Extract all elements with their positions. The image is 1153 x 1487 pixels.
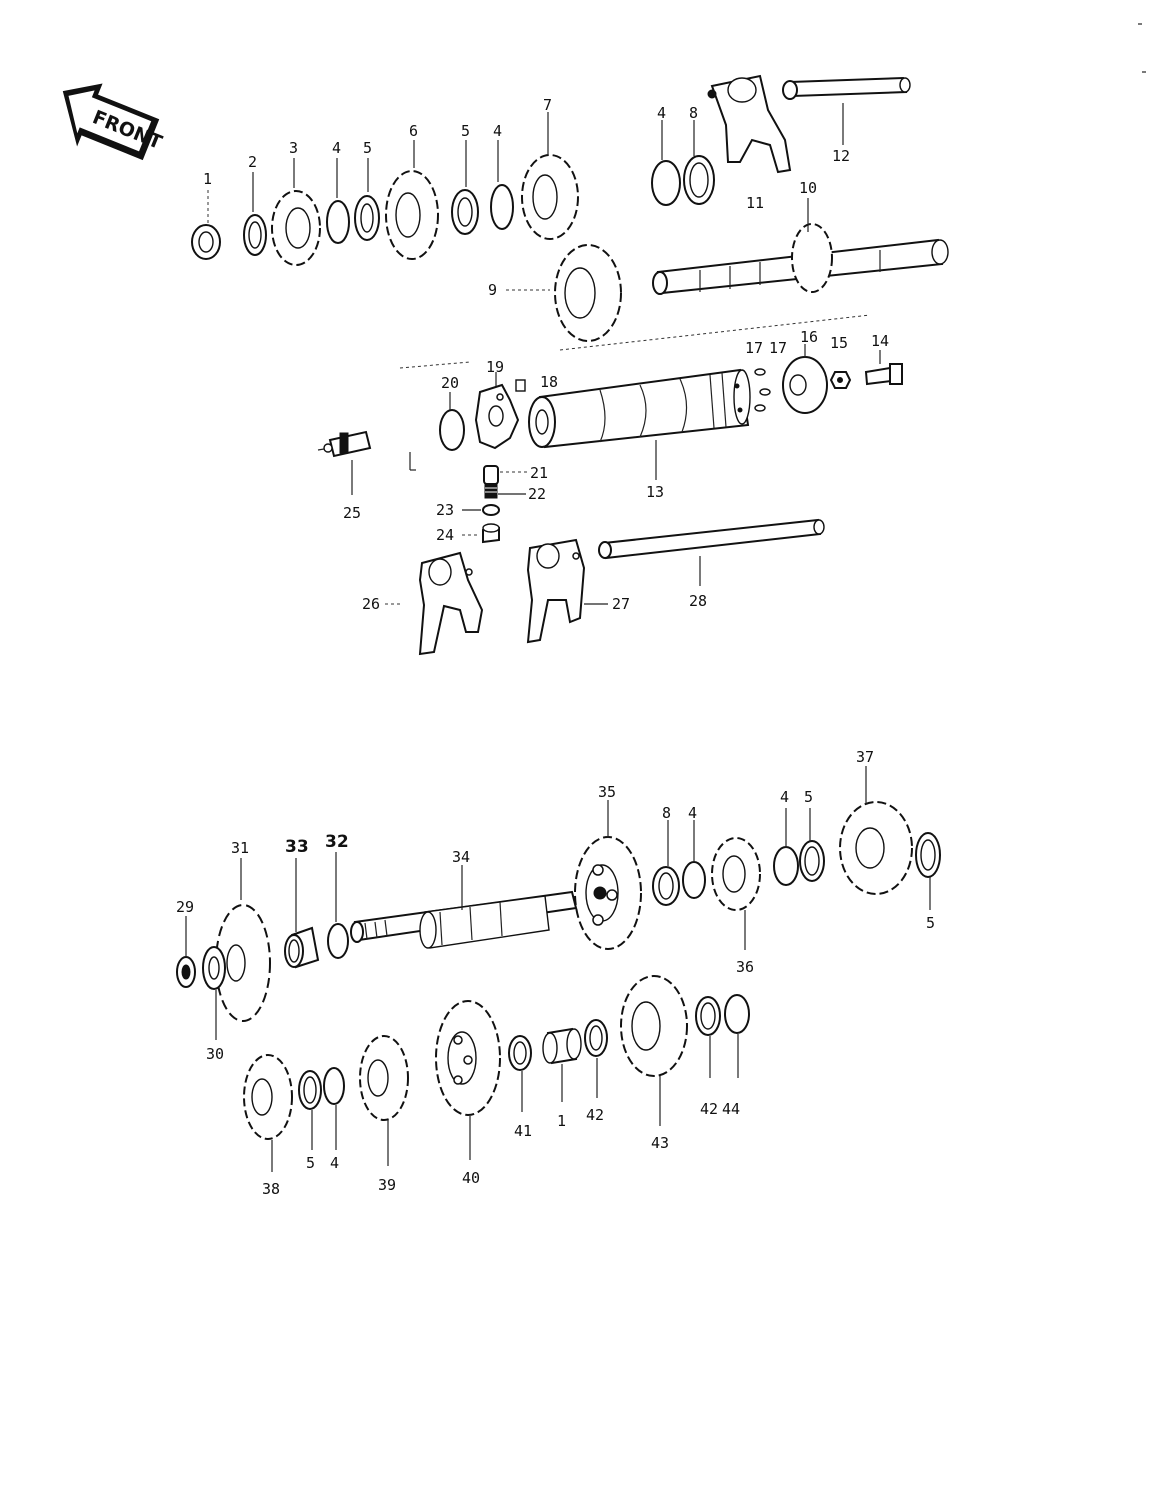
label-28: 28 <box>689 592 707 610</box>
gear-3-part <box>271 190 321 266</box>
label-12: 12 <box>832 147 850 165</box>
label-35: 35 <box>598 783 616 801</box>
shift-fork-27-part <box>526 538 586 644</box>
collar-33-part <box>284 926 320 969</box>
label-16: 16 <box>800 328 818 346</box>
output-shaft-34-part <box>350 890 578 949</box>
bolt-14-part <box>864 363 903 386</box>
label-4f: 4 <box>330 1154 339 1172</box>
label-42b: 42 <box>700 1100 718 1118</box>
label-4d: 4 <box>688 804 697 822</box>
label-31: 31 <box>231 839 249 857</box>
label-5c: 5 <box>804 788 813 806</box>
nut-29-part <box>176 956 196 988</box>
label-20: 20 <box>441 374 459 392</box>
label-25: 25 <box>343 504 361 522</box>
label-33: 33 <box>285 837 309 857</box>
label-1b: 1 <box>557 1112 566 1130</box>
label-21: 21 <box>530 464 548 482</box>
label-4b: 4 <box>493 122 502 140</box>
gear-40-part <box>435 1000 501 1116</box>
label-17a: 17 <box>745 339 763 357</box>
label-29: 29 <box>176 898 194 916</box>
plate-16-part <box>782 356 828 414</box>
label-5b: 5 <box>461 122 470 140</box>
label-43: 43 <box>651 1134 669 1152</box>
gear-43-part <box>620 975 688 1077</box>
label-38: 38 <box>262 1180 280 1198</box>
label-32: 32 <box>325 832 349 852</box>
label-19: 19 <box>486 358 504 376</box>
label-5d: 5 <box>926 914 935 932</box>
label-23: 23 <box>436 501 454 519</box>
label-18: 18 <box>540 373 558 391</box>
label-11: 11 <box>746 194 764 212</box>
label-15: 15 <box>830 334 848 352</box>
label-1: 1 <box>203 170 212 188</box>
gear-38-part <box>243 1054 293 1140</box>
label-34: 34 <box>452 848 470 866</box>
needle-bearing-part <box>191 224 221 260</box>
shift-rod-28-part <box>598 518 825 560</box>
neutral-switch-25-part <box>317 430 372 458</box>
cam-plate-19-part <box>474 383 520 450</box>
shift-fork-11-part <box>707 74 792 174</box>
label-10: 10 <box>799 179 817 197</box>
gear-6-part <box>385 170 439 260</box>
spring-22-part <box>484 483 498 499</box>
label-26: 26 <box>362 595 380 613</box>
label-8b: 8 <box>662 804 671 822</box>
label-40: 40 <box>462 1169 480 1187</box>
shift-drum-13-part <box>528 368 751 449</box>
label-22: 22 <box>528 485 546 503</box>
label-4a: 4 <box>332 139 341 157</box>
label-27: 27 <box>612 595 630 613</box>
needle-bearing-1b-part <box>542 1027 582 1065</box>
label-13: 13 <box>646 483 664 501</box>
label-44: 44 <box>722 1100 740 1118</box>
label-5a: 5 <box>363 139 372 157</box>
label-4c: 4 <box>657 104 666 122</box>
drive-shaft-10-part <box>652 223 949 295</box>
label-42a: 42 <box>586 1106 604 1124</box>
label-3: 3 <box>289 139 298 157</box>
label-14: 14 <box>871 332 889 350</box>
gear-7-part <box>521 154 579 240</box>
label-2: 2 <box>248 153 257 171</box>
label-24: 24 <box>436 526 454 544</box>
gear-36-part <box>711 837 761 911</box>
label-4e: 4 <box>780 788 789 806</box>
shift-rod-12-part <box>782 76 911 100</box>
nut-15-part <box>829 371 852 389</box>
plug-24-part <box>482 523 500 544</box>
label-41: 41 <box>514 1122 532 1140</box>
front-arrow-icon: FRONT <box>62 83 165 161</box>
label-7: 7 <box>543 96 552 114</box>
label-6: 6 <box>409 122 418 140</box>
label-5e: 5 <box>306 1154 315 1172</box>
label-17b: 17 <box>769 339 787 357</box>
gear-35-part <box>574 836 642 950</box>
label-30: 30 <box>206 1045 224 1063</box>
label-9: 9 <box>488 281 497 299</box>
gear-37-part <box>839 801 913 895</box>
gear-9-part <box>554 244 622 342</box>
label-8a: 8 <box>689 104 698 122</box>
label-36: 36 <box>736 958 754 976</box>
gear-39-part <box>359 1035 409 1121</box>
label-37: 37 <box>856 748 874 766</box>
label-39: 39 <box>378 1176 396 1194</box>
shift-fork-26-part <box>418 551 484 656</box>
